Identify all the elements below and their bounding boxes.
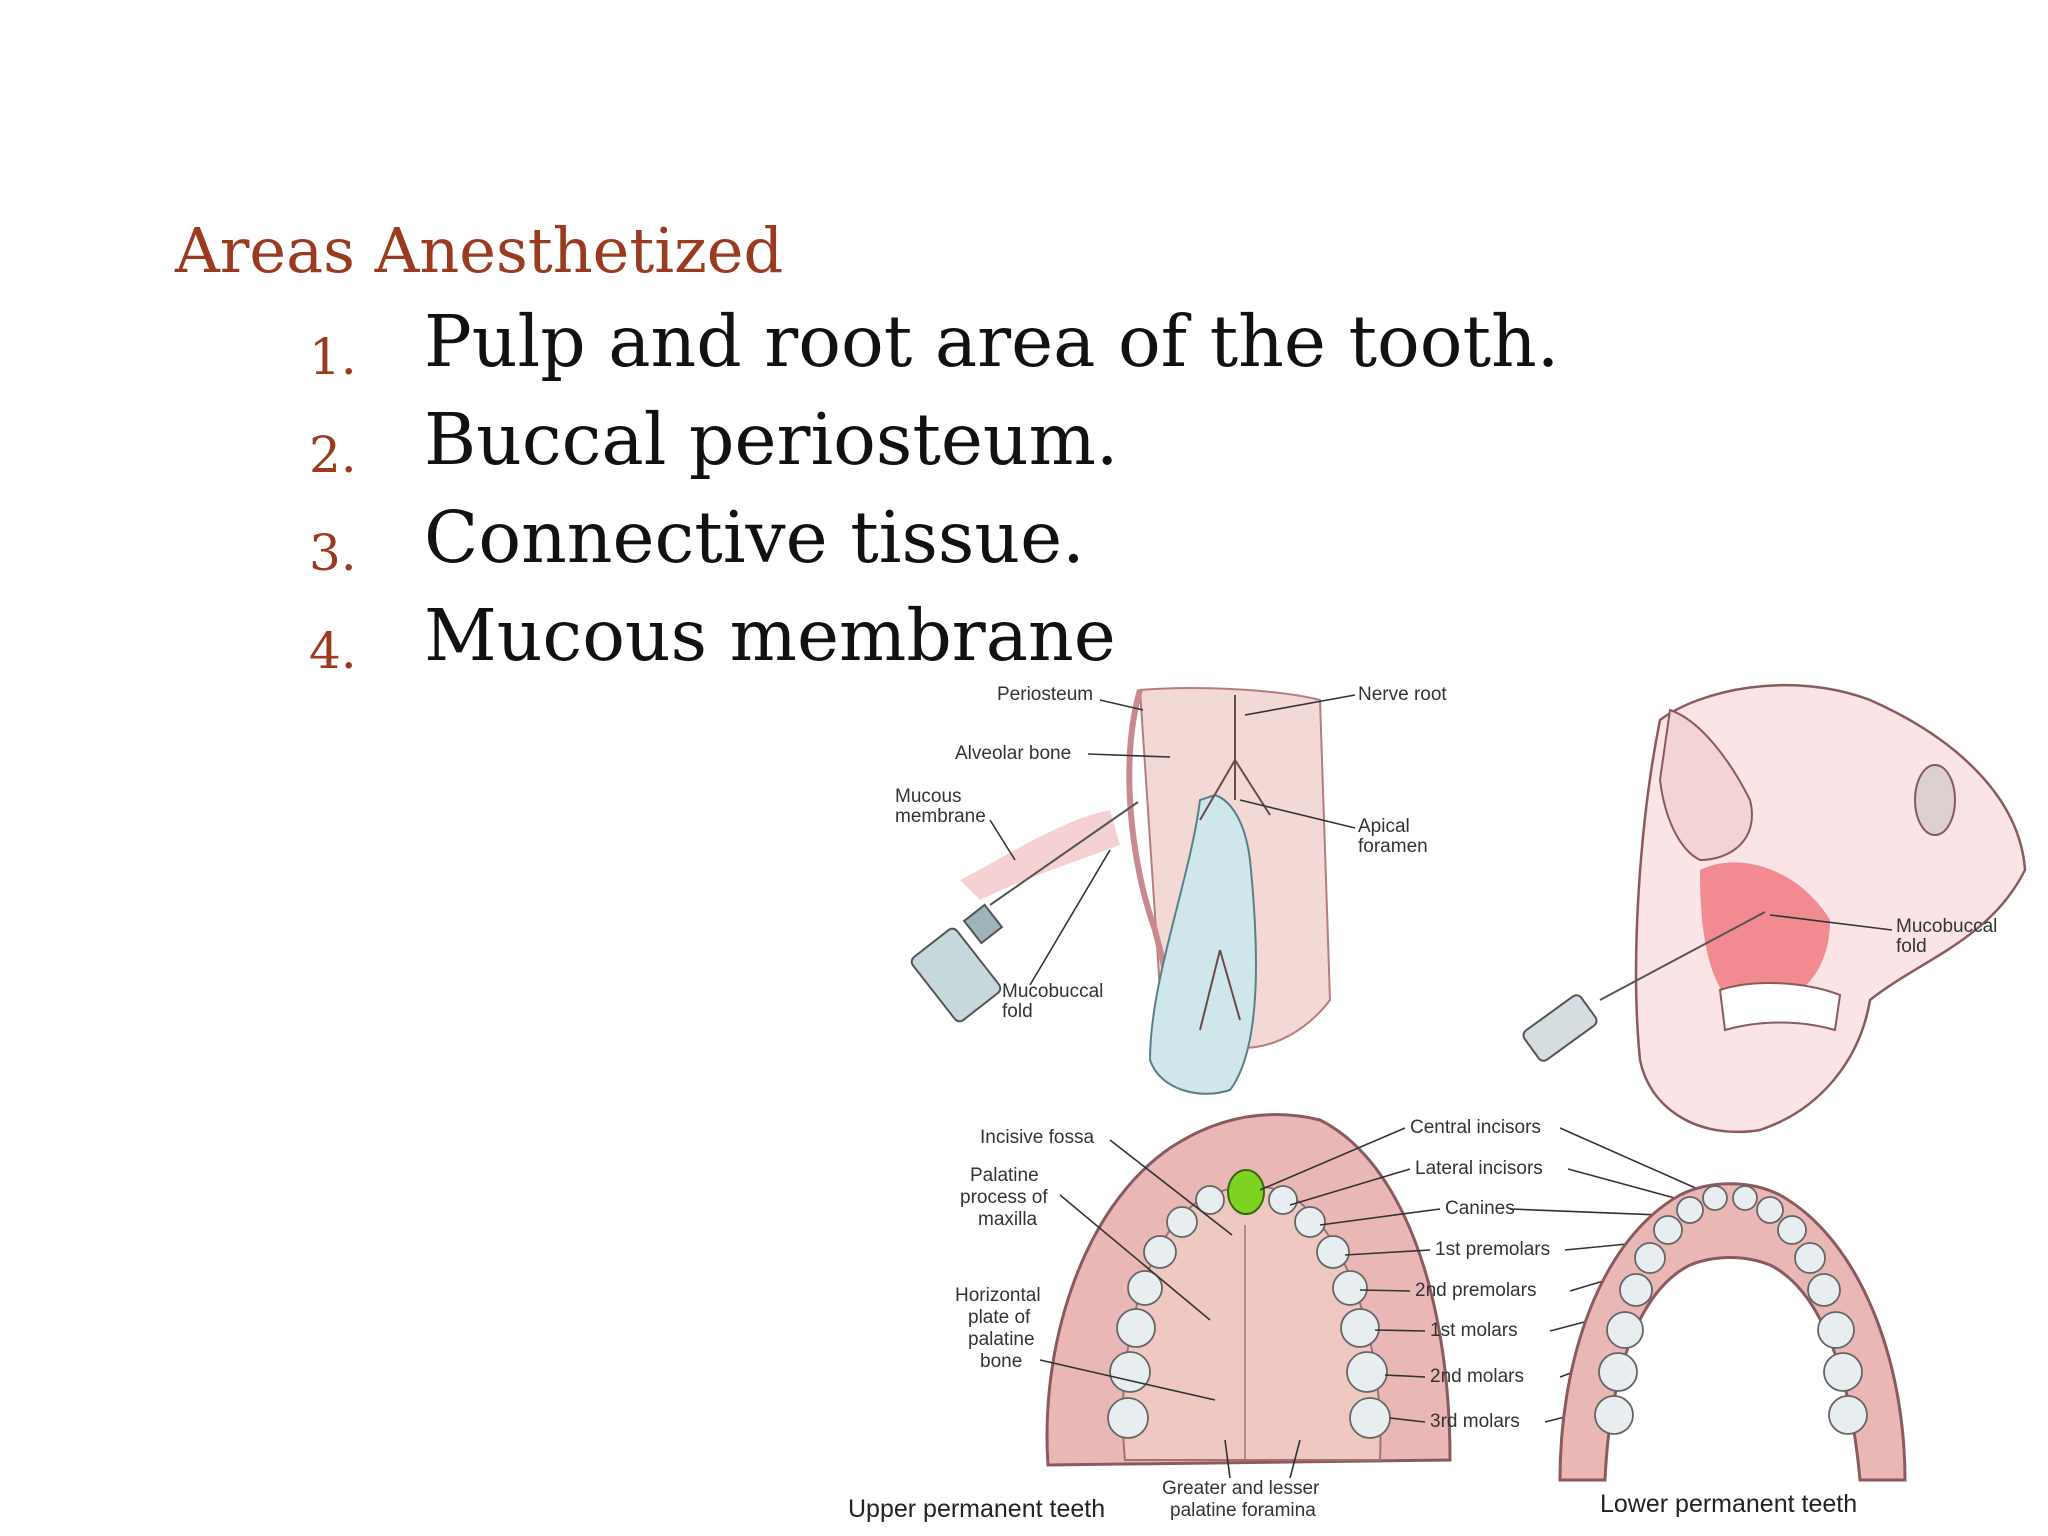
upper-teeth [1107,1185,1391,1439]
item-number: 1. [309,328,357,386]
slide-title: Areas Anesthetized [175,214,784,287]
label-canines: Canines [1445,1198,1515,1219]
item-number: 2. [309,426,357,484]
syringe-2 [1522,911,1766,1062]
label-greater-lesser-foramina: Greater and lesser [1162,1478,1320,1499]
label-first-premolars: 1st premolars [1435,1239,1550,1260]
lower-arch-illustration [1558,1182,1907,1482]
item-text: Buccal periosteum. [424,398,1119,481]
periosteum-shape [1126,689,1173,991]
central-incisor-highlight [1227,1169,1265,1215]
label-palatine-process-line2: process of [960,1187,1048,1208]
label-palatine-process: Palatine [970,1165,1039,1186]
label-incisive-fossa: Incisive fossa [980,1127,1094,1148]
label-mucobuccal-fold: Mucobuccal [1002,981,1103,1002]
label-periosteum: Periosteum [997,684,1093,705]
label-nerve-root: Nerve root [1358,684,1447,705]
label-second-premolars: 2nd premolars [1415,1280,1536,1301]
nose-shape [1658,708,1753,862]
label-apical-foramen-line2: foramen [1358,836,1428,857]
caption-upper-permanent-teeth: Upper permanent teeth [848,1495,1105,1523]
label-horizontal-plate-line4: bone [980,1351,1022,1372]
caption-lower-permanent-teeth: Lower permanent teeth [1600,1490,1857,1518]
item-text: Mucous membrane [424,594,1116,677]
label-apical-foramen: Apical [1358,816,1410,837]
label-mucous-membrane: Mucous [895,786,962,807]
label-mucobuccal-fold-line2: fold [1002,1001,1033,1022]
eye-shape [1914,764,1956,836]
label-lateral-incisors: Lateral incisors [1415,1158,1543,1179]
face-illustration [1522,683,2027,1134]
label-second-molars: 2nd molars [1430,1366,1524,1387]
lower-teeth [1594,1185,1868,1435]
label-face-mucobuccal-fold: Mucobuccal [1896,916,1997,937]
nerve-root-shape [1199,695,1271,1031]
upper-teeth-row [1718,982,1842,1032]
item-text: Connective tissue. [424,496,1085,579]
label-first-molars: 1st molars [1430,1320,1518,1341]
label-face-mucobuccal-fold-line2: fold [1896,936,1927,957]
label-horizontal-plate: Horizontal [955,1285,1041,1306]
item-text: Pulp and root area of the tooth. [424,300,1560,383]
mucous-membrane-shape [960,810,1120,900]
syringe [910,801,1139,1023]
item-number: 3. [309,524,357,582]
label-palatine-process-line3: maxilla [978,1209,1038,1230]
label-third-molars: 3rd molars [1430,1411,1520,1432]
label-horizontal-plate-line2: plate of [968,1307,1031,1328]
label-horizontal-plate-line3: palatine [968,1329,1035,1350]
label-mucous-membrane-line2: membrane [895,806,986,827]
label-alveolar-bone: Alveolar bone [955,743,1071,764]
item-number: 4. [309,622,357,680]
retracted-lip [1700,862,1830,1010]
upper-arch-illustration [1045,1113,1452,1467]
tooth-cross-section [910,687,1332,1095]
label-greater-lesser-foramina-line2: palatine foramina [1170,1500,1316,1521]
tooth-root-shape [1148,793,1257,1095]
label-central-incisors: Central incisors [1410,1117,1541,1138]
